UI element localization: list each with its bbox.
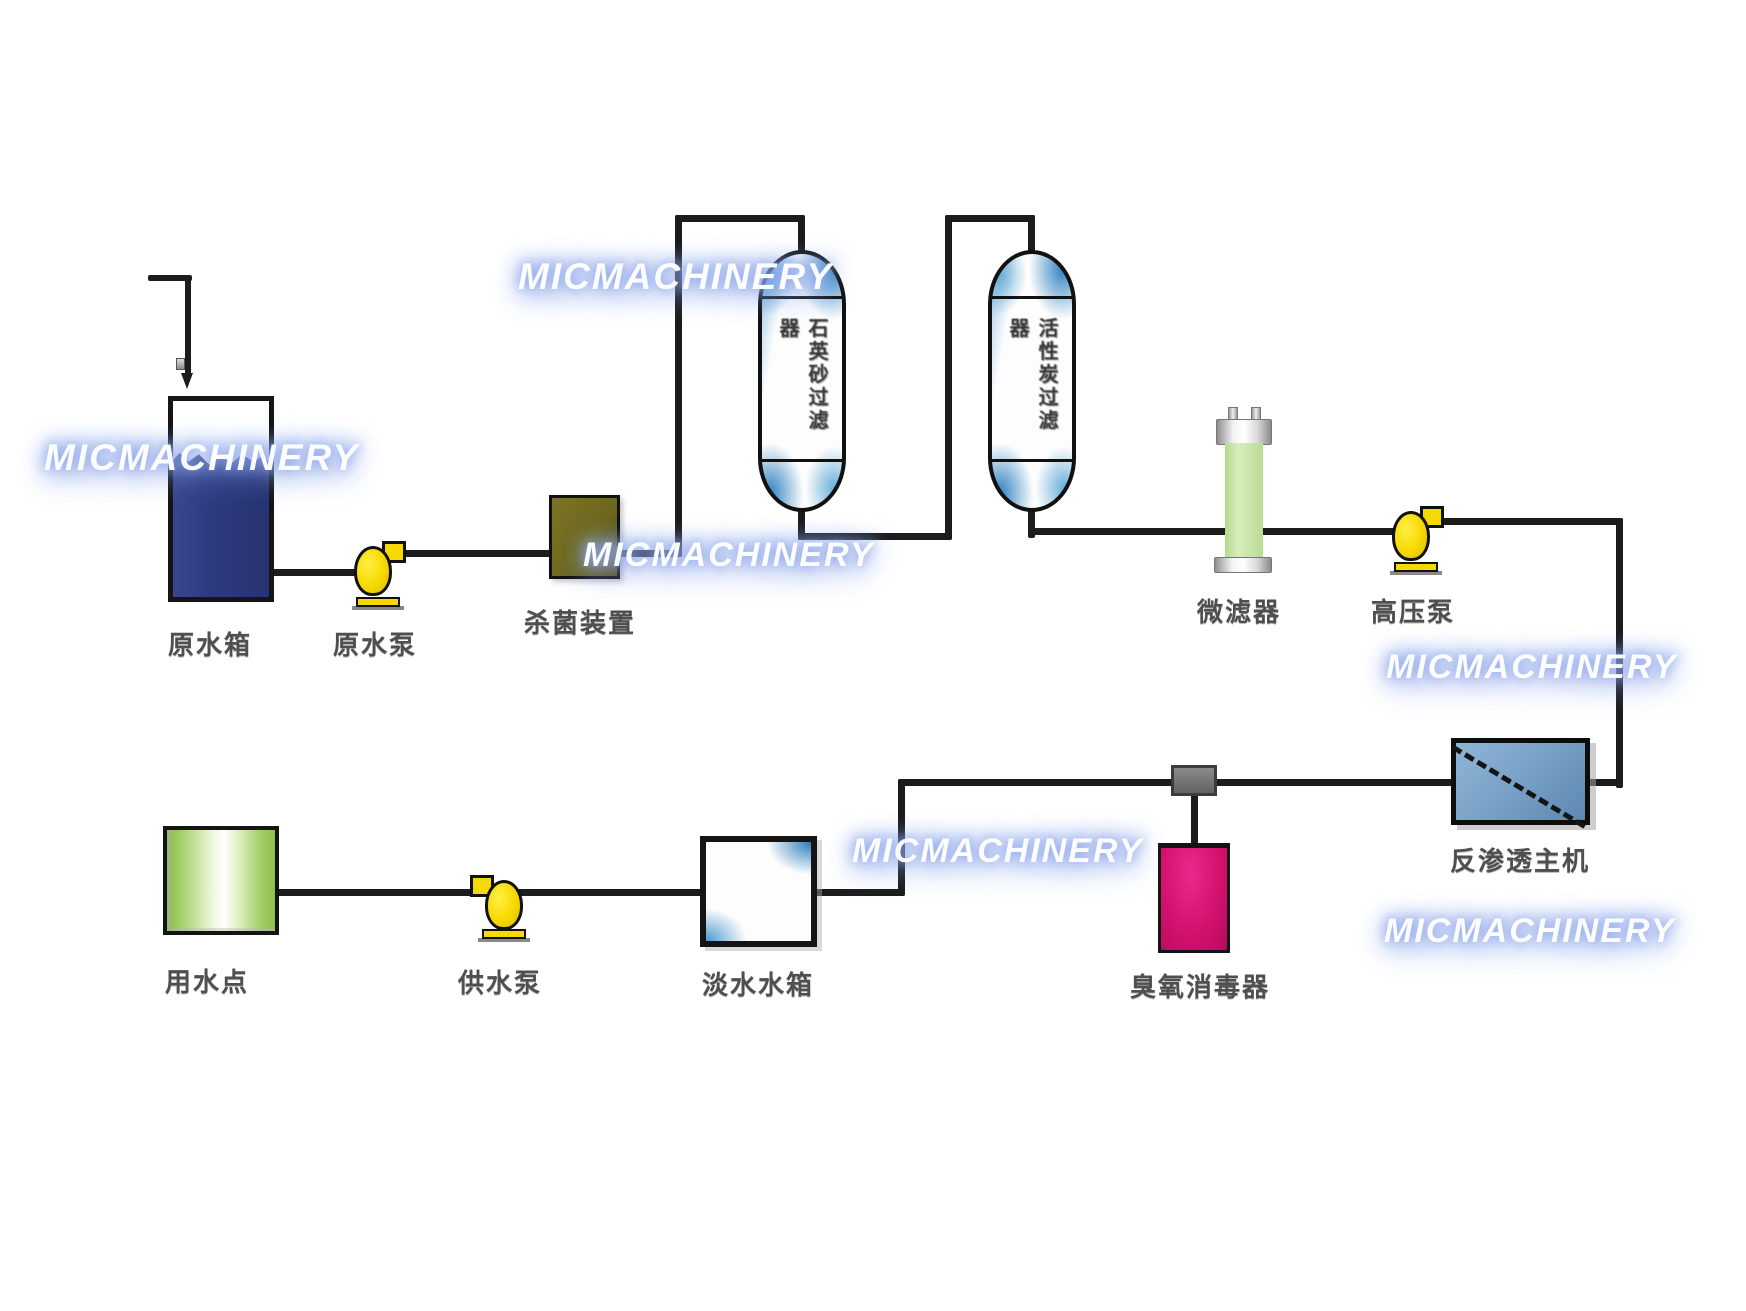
pipe-raw-pump-to-sterilizer: [400, 550, 551, 557]
pipe-tank-to-raw-pump: [272, 569, 360, 576]
pipe-top-1: [675, 215, 805, 222]
pipe-sterilizer-out: [618, 550, 682, 557]
vessel-seam: [990, 459, 1074, 462]
raw-water-pump-shadow: [352, 606, 404, 610]
label-high-pressure-pump: 高压泵: [1370, 597, 1455, 627]
inlet-arrow-icon: [181, 373, 193, 389]
high-pressure-pump-shadow: [1390, 571, 1442, 575]
sand-filter-vessel: 石英砂过滤器: [758, 250, 846, 512]
pipe-inlet-horizontal: [148, 275, 192, 281]
pipe-vessel1-inlet: [798, 215, 805, 260]
raw-water-tank: [168, 396, 274, 602]
label-water-use-point: 用水点: [164, 967, 249, 997]
pipe-riser-2: [945, 215, 952, 540]
reverse-osmosis-unit: [1451, 738, 1590, 829]
pipe-vessel1-outlet: [798, 508, 805, 540]
label-fresh-water-tank: 淡水水箱: [701, 970, 814, 1000]
pipe-inlet-vertical: [185, 275, 191, 375]
carbon-filter-text: 活性炭过滤器: [1006, 317, 1057, 433]
raw-water-pump-base: [356, 597, 400, 607]
high-pressure-pump-base: [1394, 562, 1438, 572]
pipe-vessel2-outlet: [1028, 506, 1035, 538]
pipe-riser-1: [675, 215, 682, 557]
pipe-down-to-ro: [1616, 518, 1623, 788]
vessel-seam: [760, 296, 844, 299]
supply-pump-shadow: [478, 938, 530, 942]
carbon-filter-vessel: 活性炭过滤器: [988, 250, 1076, 512]
pipe-bottom-1: [798, 533, 952, 540]
vessel-seam: [760, 459, 844, 462]
micro-filter-bottom-cap: [1214, 557, 1272, 573]
supply-pump: [470, 873, 530, 942]
supply-pump-base: [482, 929, 526, 939]
watermark: MICMACHINERY: [1386, 648, 1678, 686]
pipe-fresh-tank-to-supply-pump: [514, 889, 702, 896]
fresh-water-tank: [700, 836, 817, 947]
label-raw-water-pump: 原水泵: [332, 630, 417, 660]
sand-filter-text: 石英砂过滤器: [776, 317, 827, 433]
pipe-top-2: [945, 215, 1035, 222]
high-pressure-pump-body: [1392, 511, 1430, 561]
sterilizer-unit: [549, 495, 620, 579]
raw-water-pump: [352, 541, 408, 610]
ro-membrane-line: [1451, 745, 1587, 829]
label-raw-water-tank: 原水箱: [167, 630, 252, 660]
vessel-seam: [990, 296, 1074, 299]
inlet-valve-icon: [176, 358, 185, 370]
pipe-supply-pump-to-use-point: [277, 889, 482, 896]
label-micro-filter: 微滤器: [1196, 597, 1281, 627]
pipe-down-to-fresh-tank: [898, 779, 905, 896]
pipe-ozone-drop: [1191, 790, 1198, 845]
water-use-point-box: [163, 826, 279, 935]
pipe-hp-pump-out: [1438, 518, 1623, 525]
label-sterilizer: 杀菌装置: [523, 608, 636, 638]
pipe-vessel2-inlet: [1028, 215, 1035, 260]
pipe-into-fresh-tank: [810, 889, 905, 896]
micro-filter-top-cap: [1216, 419, 1272, 445]
tee-connector: [1171, 765, 1217, 796]
high-pressure-pump: [1390, 506, 1446, 575]
micro-filter-body: [1225, 443, 1263, 559]
pipe-to-high-pressure-pump: [1028, 528, 1402, 535]
raw-water-pump-body: [354, 546, 392, 596]
label-ro-unit: 反渗透主机: [1449, 846, 1590, 876]
pipe-into-ro: [1584, 779, 1623, 786]
supply-pump-body: [485, 880, 523, 930]
raw-water-fill: [173, 452, 269, 597]
watermark: MICMACHINERY: [852, 832, 1144, 870]
label-ozone-sterilizer: 臭氧消毒器: [1129, 972, 1270, 1002]
ozone-sterilizer-unit: [1158, 843, 1230, 953]
watermark: MICMACHINERY: [1384, 912, 1676, 950]
label-supply-pump: 供水泵: [457, 968, 542, 998]
